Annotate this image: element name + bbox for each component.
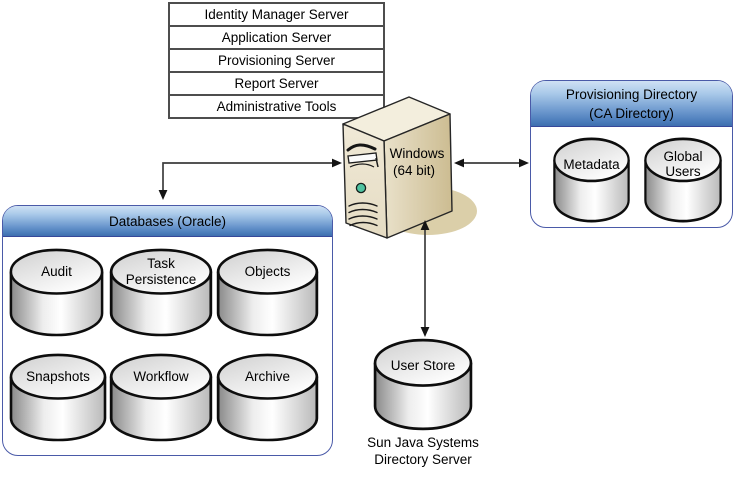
server-slot-line (349, 163, 375, 168)
user-store-caption: Sun Java Systems Directory Server (330, 434, 516, 468)
user-store-caption-line2: Directory Server (374, 452, 472, 467)
cylinder-metadata: Metadata (552, 136, 631, 224)
cylinder-label: Global Users (663, 149, 703, 180)
stack-item-provisioning-server: Provisioning Server (170, 50, 383, 73)
db-cylinder-archive: Archive (215, 352, 320, 443)
user-store-caption-line1: Sun Java Systems (367, 435, 479, 450)
server-drive-bay (346, 143, 377, 152)
provisioning-directory-title: Provisioning Directory (CA Directory) (531, 81, 732, 127)
databases-group: Databases (Oracle) Audit Task Persistenc… (2, 205, 333, 456)
cylinder-user-store: User Store (372, 337, 474, 432)
server-vent (348, 215, 378, 220)
cylinder-label: Task Persistence (125, 256, 197, 287)
db-cylinder-task-persistence: Task Persistence (108, 247, 214, 338)
cylinder-label: Archive (244, 369, 290, 384)
cylinder-label: User Store (390, 357, 456, 373)
cylinder-label: Objects (244, 264, 291, 279)
arrowhead-into-userstore (420, 327, 430, 337)
provisioning-title-line2: (CA Directory) (589, 105, 674, 121)
cylinder-label: Workflow (133, 369, 189, 384)
arrowhead-into-provisioning (519, 158, 529, 168)
provisioning-title-line1: Provisioning Directory (565, 86, 698, 102)
stack-item-application-server: Application Server (170, 27, 383, 50)
provisioning-directory-group: Provisioning Directory (CA Directory) Me… (530, 80, 733, 228)
stack-item-administrative-tools: Administrative Tools (170, 96, 383, 117)
db-cylinder-snapshots: Snapshots (8, 352, 108, 443)
server-front-face (342, 123, 388, 239)
stack-item-identity-manager-server: Identity Manager Server (170, 4, 383, 27)
server-slot-tail (375, 157, 379, 168)
connector-server-databases (162, 162, 332, 191)
databases-group-title: Databases (Oracle) (3, 206, 332, 237)
server-os-label-line2: (64 bit) (393, 163, 435, 178)
db-cylinder-workflow: Workflow (108, 352, 214, 443)
cylinder-label: Metadata (563, 156, 620, 172)
windows-server-graphic: Windows (64 bit) (342, 96, 477, 239)
server-vent (348, 202, 378, 207)
server-os-label-line1: Windows (390, 146, 445, 161)
cylinder-label: Snapshots (26, 369, 90, 384)
server-stack-box: Identity Manager Server Application Serv… (168, 2, 385, 119)
stack-item-report-server: Report Server (170, 73, 383, 96)
server-power-button (355, 182, 367, 194)
db-cylinder-objects: Objects (215, 247, 320, 338)
cylinder-global-users: Global Users (643, 136, 723, 224)
server-vent (348, 208, 378, 214)
arrowhead-into-databases (158, 190, 168, 200)
cylinder-label: Audit (41, 264, 72, 279)
server-vent (349, 221, 378, 227)
db-cylinder-audit: Audit (8, 247, 105, 338)
